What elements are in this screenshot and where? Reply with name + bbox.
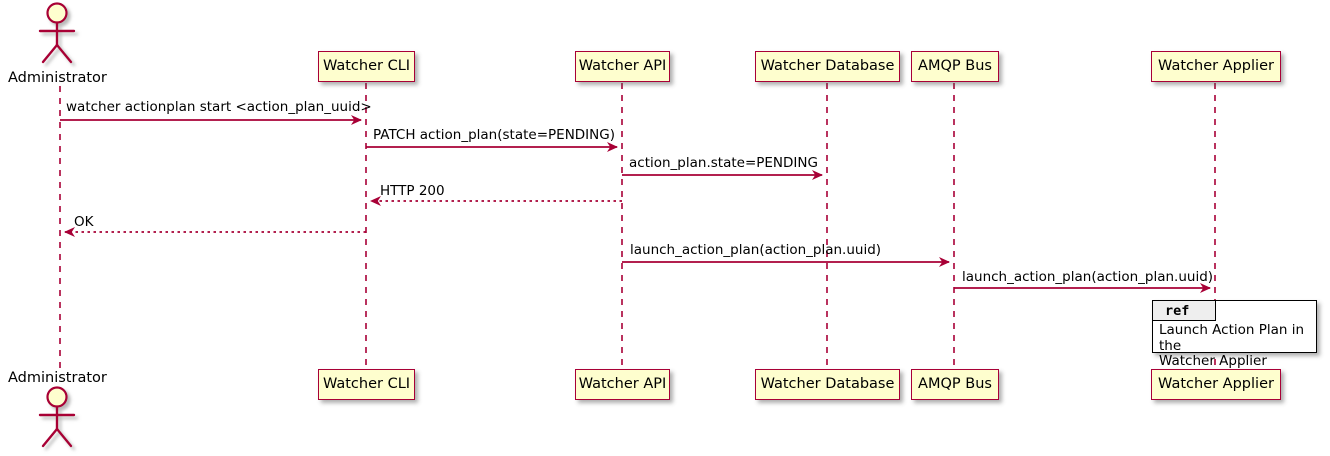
participant-label-amqp-bus-top: AMQP Bus: [918, 58, 992, 75]
ref-fragment-tab-label: ref: [1165, 303, 1190, 319]
ref-fragment[interactable]: ref Launch Action Plan in the Watcher Ap…: [1152, 300, 1317, 369]
participant-box-watcher-database-top[interactable]: Watcher Database: [755, 51, 900, 82]
message-label-2: action_plan.state=PENDING: [629, 155, 818, 171]
message-label-6: launch_action_plan(action_plan.uuid): [962, 269, 1214, 285]
participant-box-amqp-bus-top[interactable]: AMQP Bus: [911, 51, 999, 82]
participant-label-watcher-cli-top: Watcher CLI: [322, 58, 411, 75]
message-label-1: PATCH action_plan(state=PENDING): [373, 127, 615, 143]
message-label-4: OK: [74, 214, 94, 230]
participant-label-amqp-bus-bottom: AMQP Bus: [918, 376, 992, 393]
message-label-3: HTTP 200: [380, 183, 445, 199]
participant-box-watcher-cli-top[interactable]: Watcher CLI: [318, 51, 415, 82]
lifelines-group: [59, 83, 1216, 369]
participant-label-watcher-database-top: Watcher Database: [760, 58, 895, 75]
message-label-0: watcher actionplan start <action_plan_uu…: [66, 99, 372, 115]
actor-figure-bottom: [38, 386, 76, 448]
participant-box-amqp-bus-bottom[interactable]: AMQP Bus: [911, 369, 999, 400]
participant-box-watcher-applier-bottom[interactable]: Watcher Applier: [1151, 369, 1281, 400]
participant-label-watcher-api-top: Watcher API: [578, 58, 667, 75]
actor-figure-top: [38, 2, 76, 64]
participant-label-watcher-applier-top: Watcher Applier: [1158, 58, 1274, 75]
actor-label-administrator-top: Administrator: [8, 70, 107, 86]
message-label-5: launch_action_plan(action_plan.uuid): [630, 242, 882, 258]
participant-label-watcher-applier-bottom: Watcher Applier: [1158, 376, 1274, 393]
ref-fragment-body: Launch Action Plan in the Watcher Applie…: [1159, 322, 1312, 370]
participant-box-watcher-cli-bottom[interactable]: Watcher CLI: [318, 369, 415, 400]
messages-group: [60, 115, 1211, 293]
participant-box-watcher-applier-top[interactable]: Watcher Applier: [1151, 51, 1281, 82]
ref-fragment-line-1: Launch Action Plan in the: [1159, 322, 1305, 354]
participant-box-watcher-api-top[interactable]: Watcher API: [575, 51, 670, 82]
participant-label-watcher-database-bottom: Watcher Database: [760, 376, 895, 393]
actor-label-administrator-bottom: Administrator: [8, 370, 107, 386]
participant-label-watcher-api-bottom: Watcher API: [578, 376, 667, 393]
participant-label-watcher-cli-bottom: Watcher CLI: [322, 376, 411, 393]
ref-fragment-tab: [1153, 301, 1216, 321]
ref-fragment-line-2: Watcher Applier: [1159, 353, 1267, 369]
participant-box-watcher-database-bottom[interactable]: Watcher Database: [755, 369, 900, 400]
participant-box-watcher-api-bottom[interactable]: Watcher API: [575, 369, 670, 400]
